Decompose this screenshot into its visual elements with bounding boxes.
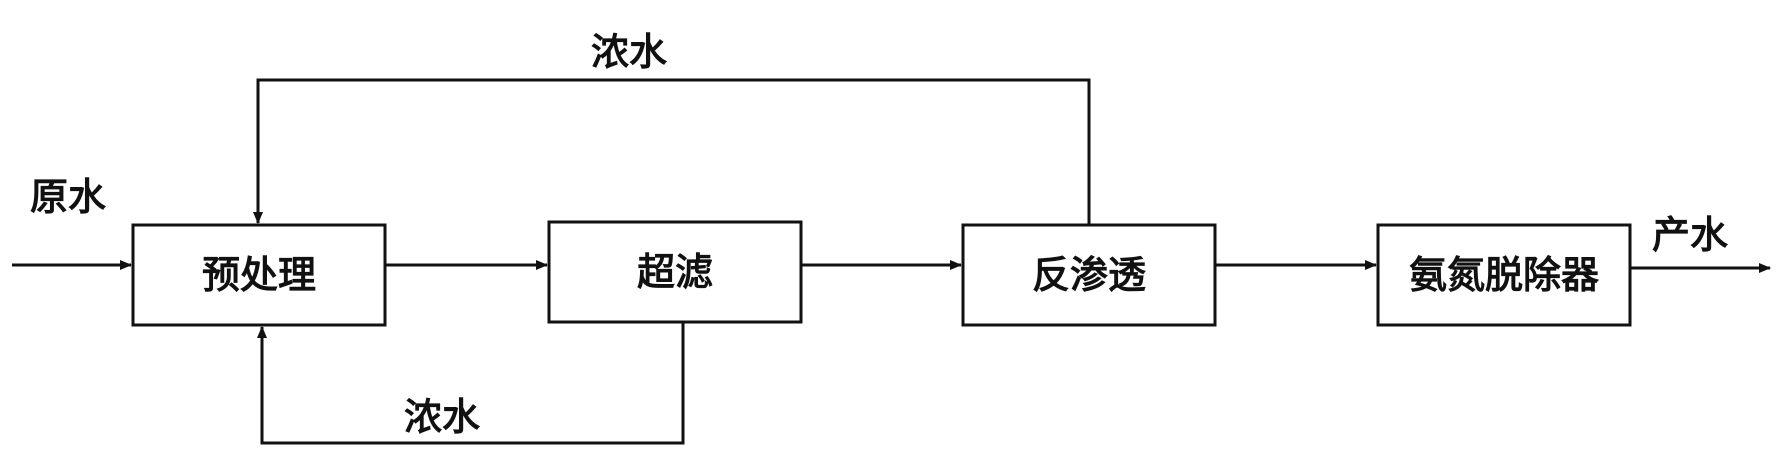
ro-concentrate-label: 浓水	[591, 30, 668, 74]
ro-concentrate-recycle-line	[253, 78, 1091, 225]
ultrafiltration-box	[547, 220, 803, 324]
uf-concentrate-label: 浓水	[404, 395, 481, 439]
reverse-osmosis-label: 反渗透	[1032, 253, 1147, 297]
product-water-label: 产水	[1652, 213, 1729, 257]
raw-water-label: 原水	[30, 175, 107, 219]
uf-concentrate-recycle-line	[257, 322, 685, 445]
ammonia-removal-box	[1376, 223, 1632, 327]
ultrafiltration-label: 超滤	[637, 250, 713, 294]
pretreatment-box	[131, 223, 387, 327]
ammonia-removal-label: 氨氮脱除器	[1409, 253, 1600, 297]
pretreatment-label: 预处理	[202, 253, 316, 297]
